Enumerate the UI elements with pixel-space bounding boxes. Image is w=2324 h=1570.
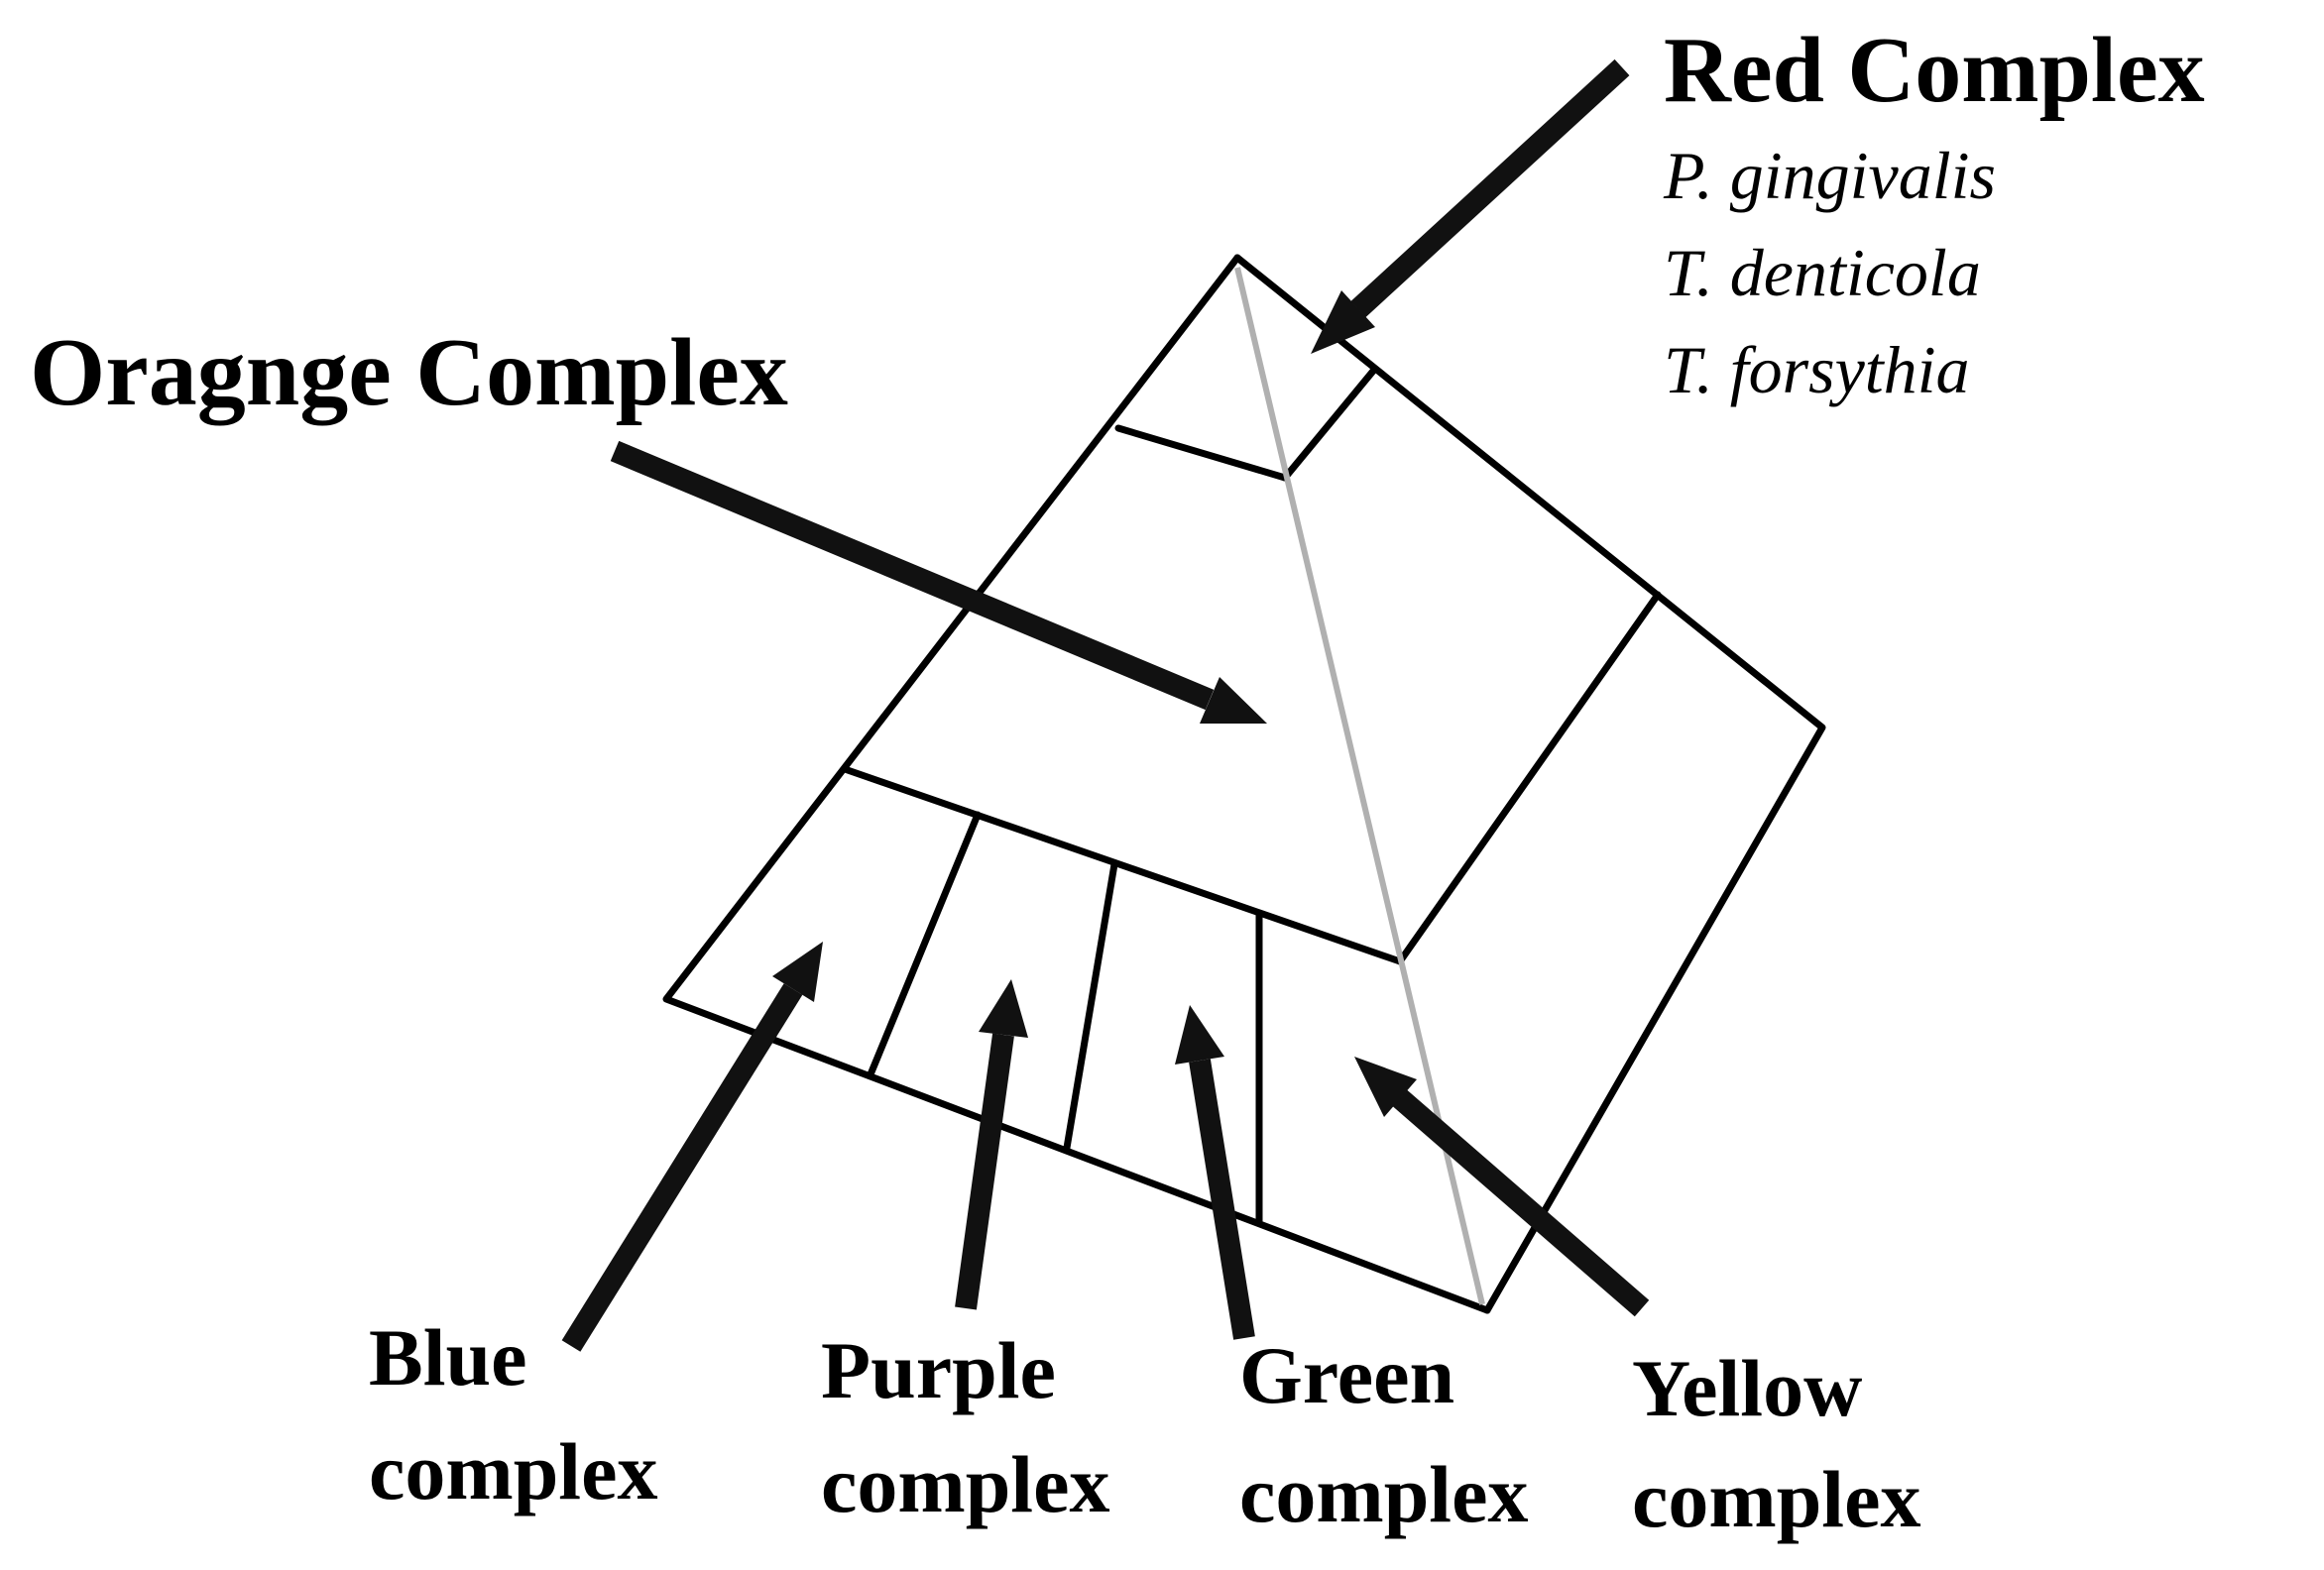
divider-orange-bottom: [841, 765, 1404, 965]
pyramid-outline: [662, 254, 1826, 1314]
yellow-complex-label-line1: Yellow: [1632, 1343, 1862, 1433]
red-complex-title: Red Complex: [1664, 19, 2205, 122]
arrow-orange: [610, 440, 1267, 724]
arrow-purple: [955, 979, 1028, 1310]
pyramid-left-face: [662, 254, 1491, 1314]
arrow-green: [1175, 1005, 1255, 1340]
red-species-3: T. forsythia: [1664, 332, 1970, 407]
purple-complex-label-line1: Purple: [821, 1325, 1056, 1415]
divider-red-right: [1281, 366, 1378, 482]
divider-purple-green: [1063, 860, 1118, 1152]
red-species-2: T. denticola: [1664, 235, 1981, 310]
divider-blue-purple: [867, 811, 982, 1078]
yellow-complex-label-line2: complex: [1632, 1454, 1920, 1544]
red-species-1: P. gingivalis: [1663, 138, 1996, 213]
arrow-red: [1311, 58, 1630, 354]
green-complex-label-line1: Green: [1239, 1330, 1454, 1420]
arrow-yellow: [1354, 1057, 1650, 1317]
blue-complex-label-line2: complex: [369, 1426, 657, 1516]
divider-orange-right: [1396, 591, 1662, 965]
arrow-blue: [561, 942, 823, 1352]
green-complex-label-line2: complex: [1239, 1449, 1528, 1539]
pyramid-right-face: [1233, 254, 1826, 1314]
blue-complex-label-line1: Blue: [369, 1312, 526, 1402]
divider-red-top: [1114, 424, 1289, 482]
orange-complex-title: Oragnge Complex: [30, 319, 788, 426]
purple-complex-label-line2: complex: [821, 1439, 1109, 1529]
